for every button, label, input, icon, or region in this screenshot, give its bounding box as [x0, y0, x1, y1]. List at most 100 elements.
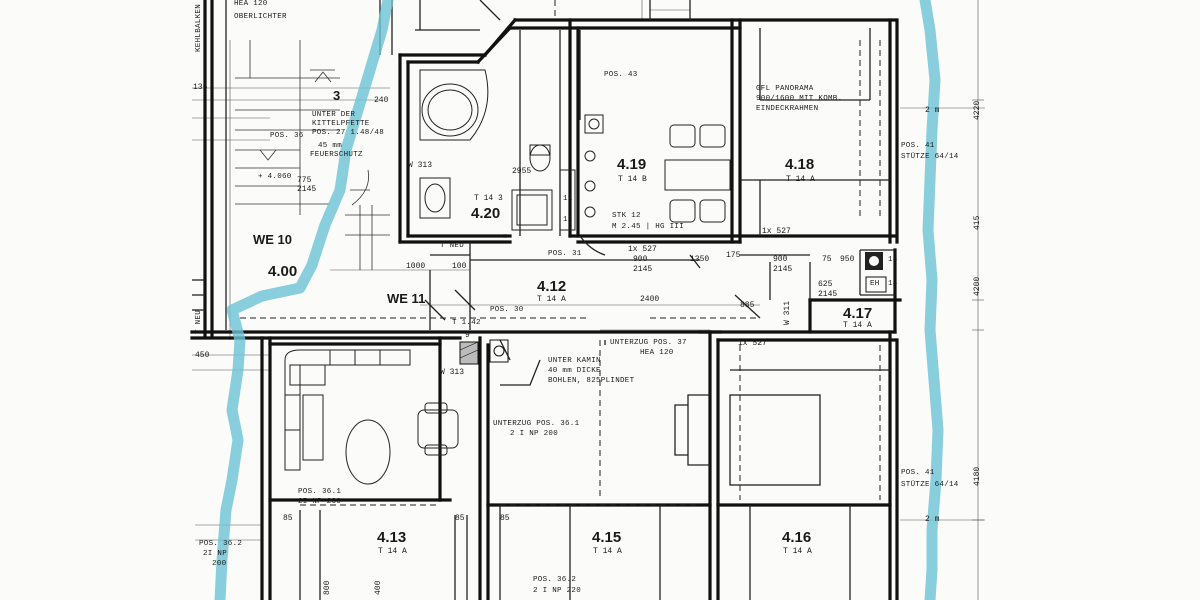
note-panorama-2: 900/1600 MIT KOMB.	[756, 95, 843, 103]
note-kehlbalken: KEHLBALKEN	[195, 3, 203, 52]
note-stk: STK 12	[612, 212, 641, 220]
dim-900b: 900	[773, 255, 788, 264]
wall-label-w313b: W 313	[408, 161, 433, 170]
stair-number: 3	[333, 88, 341, 103]
note-kittelpfette: KITTELPFETTE	[312, 120, 370, 128]
note-feuerschutz-1: 45 mm	[318, 142, 343, 150]
note-pos30: POS. 30	[490, 306, 524, 314]
room-4-18-number: 4.18	[785, 156, 815, 173]
room-4-20-code: T 14 3	[474, 194, 503, 203]
dim-1350: 1350	[690, 255, 710, 264]
dim-415: 415	[973, 215, 982, 230]
note-kamin-3: BOHLEN, 825PLINDET	[548, 377, 635, 385]
dim-885: 885	[740, 301, 755, 310]
dim-900a: 900	[633, 255, 648, 264]
dim-2145b: 2145	[773, 265, 793, 274]
dim-175: 175	[726, 251, 741, 260]
wall-label-w313a: W 313	[440, 368, 465, 377]
note-eh: EH	[870, 280, 880, 288]
note-pos31: POS. 31	[548, 250, 582, 258]
note-pos43: POS. 43	[604, 71, 638, 79]
dim-2m-b: 2 m	[925, 515, 940, 524]
note-kamin-1: UNTER KAMIN	[548, 357, 601, 365]
note-feuerschutz-2: FEUERSCHUTZ	[310, 151, 363, 159]
note-14: 14	[888, 280, 898, 288]
note-unterzug37-1: UNTERZUG POS. 37	[610, 339, 687, 347]
dim-950: 950	[840, 255, 855, 264]
room-4-15-code: T 14 A	[593, 547, 622, 556]
dim-2145d: 2145	[297, 185, 317, 194]
note-oberlichter: OBERLICHTER	[234, 13, 287, 21]
note-unterzug36-2: 2 I NP 200	[510, 430, 559, 438]
chimney-block	[459, 252, 887, 365]
note-pos36-2a: POS. 36.2	[533, 576, 577, 584]
dim-100: 100	[452, 262, 467, 271]
dim-4180: 4180	[973, 466, 982, 486]
note-panorama-3: EINDECKRAHMEN	[756, 105, 819, 113]
note-tneu-mid: T NEU	[440, 242, 465, 250]
dim-85b: 85	[455, 514, 465, 523]
note-13: 13	[888, 256, 898, 264]
marker-highlight	[214, 0, 944, 600]
note-unterzug36-1: UNTERZUG POS. 36.1	[493, 420, 580, 428]
dim-4200: 4200	[973, 276, 982, 296]
room-4-17-number: 4.17	[843, 305, 873, 322]
dim-4220: 4220	[973, 100, 982, 120]
room-4-19-code: T 14 B	[618, 175, 647, 184]
dim-400: 400	[374, 580, 383, 595]
dim-1x527a: 1x 527	[762, 227, 791, 236]
living-furniture	[284, 349, 459, 485]
note-pos36-2c: POS. 36.2	[199, 540, 243, 548]
room-4-12-number: 4.12	[537, 278, 567, 295]
dim-85c: 85	[500, 514, 510, 523]
note-unterzug37-2: HEA 120	[640, 349, 674, 357]
note-kamin-2: 40 mm DICKE	[548, 367, 601, 375]
bath-fixtures	[419, 69, 604, 231]
room-4-16-number: 4.16	[782, 529, 812, 546]
note-pos36-2d: 2I NP	[203, 550, 228, 558]
note-pos36-top: POS. 36	[270, 132, 304, 140]
dim-800: 800	[323, 580, 332, 595]
note-hea120: HEA 120	[234, 0, 268, 8]
room-4-17-code: T 14 A	[843, 321, 872, 330]
note-stuetze-top: STÜTZE 64/14	[901, 153, 959, 161]
note-t142: T 1.42	[452, 319, 481, 327]
dim-2145a: 2145	[633, 265, 653, 274]
note-pos41-top: POS. 41	[901, 142, 935, 150]
dining-furniture	[664, 124, 731, 223]
walls	[190, 0, 902, 600]
dim-1x527c: 1x 527	[738, 339, 767, 348]
dim-85a: 85	[283, 514, 293, 523]
dim-2955: 2955	[512, 167, 532, 176]
note-unter-der: UNTER DER	[312, 111, 356, 119]
dim-2400: 2400	[640, 295, 660, 304]
note-pos36-1a: POS. 36.1	[298, 488, 342, 496]
note-pos27: POS. 27 1.48/48	[312, 129, 385, 137]
note-tneu-left: T NEU	[195, 309, 203, 334]
note-pos36-2e: 200	[212, 560, 227, 568]
dim-1x527b: 1x 527	[628, 245, 657, 254]
note-pos36-1b: 2I NP 200	[298, 498, 342, 506]
note-pos36-2b: 2 I NP 220	[533, 587, 582, 595]
note-11: 11	[563, 195, 573, 203]
room-4-20-number: 4.20	[471, 205, 501, 222]
note-level: + 4.060	[258, 173, 292, 181]
room-4-15-number: 4.15	[592, 529, 622, 546]
dim-2145c: 2145	[818, 290, 838, 299]
room-4-19-number: 4.19	[617, 156, 647, 173]
note-panorama-1: GFL PANORAMA	[756, 85, 814, 93]
note-stuetze-bottom: STÜTZE 64/14	[901, 481, 959, 489]
room-4-16-code: T 14 A	[783, 547, 812, 556]
room-4-12-code: T 14 A	[537, 295, 566, 304]
note-pos41-bottom: POS. 41	[901, 469, 935, 477]
dim-135: 135	[193, 83, 208, 92]
dim-75: 75	[822, 255, 832, 264]
dim-625: 625	[818, 280, 833, 289]
wall-label-w311: W 311	[783, 300, 792, 325]
room-4-18-code: T 14 A	[786, 175, 815, 184]
unit-we-11: WE 11	[387, 291, 426, 306]
room-4-13-code: T 14 A	[378, 547, 407, 556]
dim-450: 450	[195, 351, 210, 360]
